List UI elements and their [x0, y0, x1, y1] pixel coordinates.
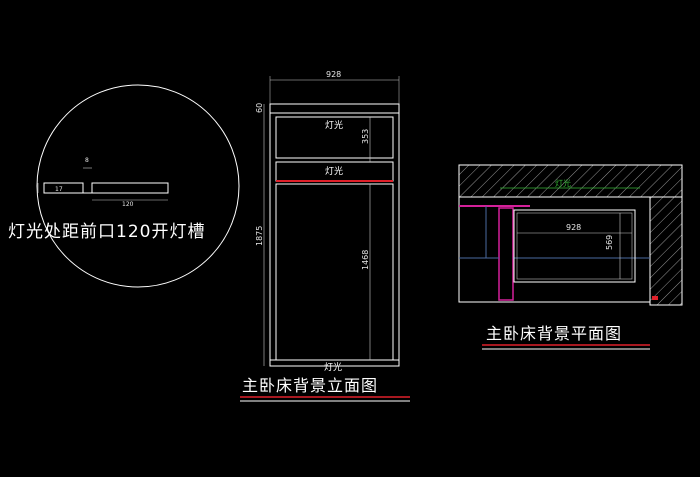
board-profile: [43, 182, 169, 194]
elevation-title: 主卧床背景立面图: [242, 376, 378, 395]
elevation-upper-dim: 353: [361, 129, 370, 144]
bed-outline: [513, 209, 636, 283]
plan-room-outline: [458, 196, 651, 303]
elevation-top-small-dim: 60: [255, 103, 264, 113]
plan-green-label: 灯光: [555, 178, 571, 188]
plan-depth-dim: 569: [605, 235, 614, 250]
light-label-bottom: 灯光: [324, 361, 342, 373]
light-slot-detail: 8 17 120 灯光处距前口120开灯槽: [8, 84, 240, 288]
light-label-top: 灯光: [325, 119, 343, 131]
detail-circle: [36, 84, 240, 288]
elevation-outer-frame: [269, 103, 400, 367]
light-label-mid: 灯光: [325, 165, 343, 177]
upper-cabinet: [275, 116, 394, 159]
detail-note: 灯光处距前口120开灯槽: [8, 222, 205, 242]
elevation-width-dim: 928: [326, 70, 341, 79]
detail-dim-top: 8: [85, 157, 89, 164]
magenta-side-panel: [498, 207, 514, 301]
elevation-panel-height-dim: 1468: [361, 250, 370, 270]
right-wall-hatch: [649, 196, 683, 306]
elevation-total-height-dim: 1875: [255, 226, 264, 246]
detail-dim-bottom: 120: [122, 201, 134, 208]
detail-dim-left: 17: [55, 186, 63, 193]
bed-background-elevation: 928 灯光 灯光 灯光 60 1875 353 1468 主卧床背景立面图: [240, 70, 410, 402]
plan-width-dim: 928: [566, 223, 581, 232]
red-mark: [652, 296, 658, 300]
bed-background-plan: 灯光 928 569 主卧床背景平面图: [458, 164, 683, 350]
bed-inner: [516, 212, 633, 280]
plan-title: 主卧床背景平面图: [486, 324, 622, 343]
lower-panel: [275, 183, 394, 361]
